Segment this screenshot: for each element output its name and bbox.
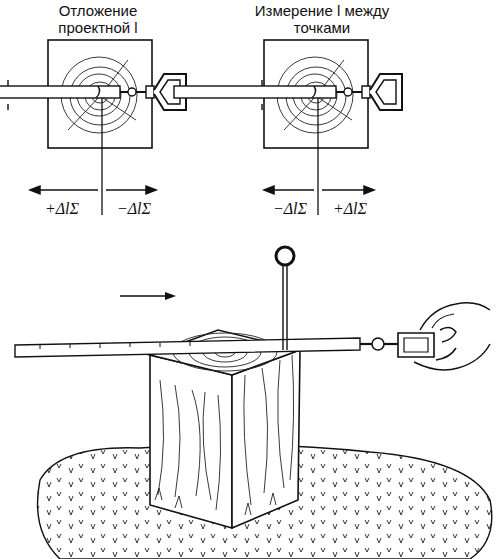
correction-label: +ΔlΣ — [333, 200, 367, 218]
heading: Измерение l между точками — [237, 3, 407, 36]
correction-label: +ΔlΣ — [45, 200, 79, 218]
correction-label: −ΔlΣ — [273, 200, 307, 218]
heading: Отложение проектной l — [23, 3, 173, 36]
correction-label: −ΔlΣ — [117, 200, 151, 218]
